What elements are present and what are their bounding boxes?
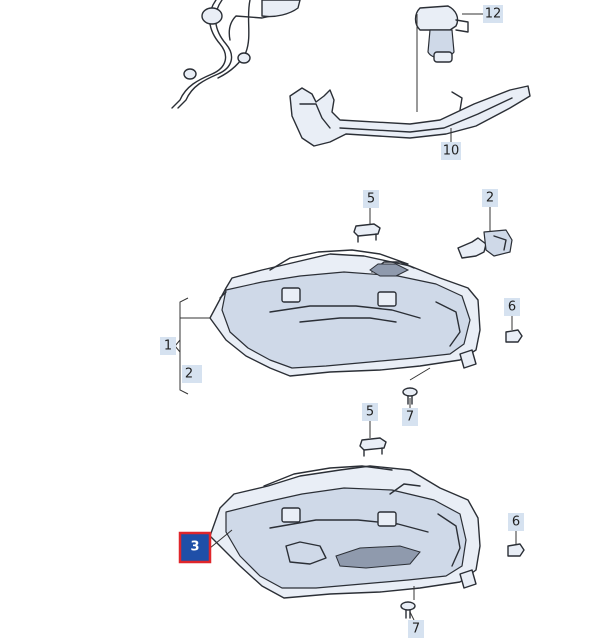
part-12-bulb-socket [414, 5, 469, 63]
callout-2-sub[interactable]: 2 [182, 365, 202, 383]
callout-10[interactable]: 10 [441, 142, 461, 160]
callout-12-label: 12 [485, 7, 502, 22]
upper-lamp-assembly [209, 249, 481, 377]
callout-10-label: 10 [443, 144, 460, 159]
callout-6-upper[interactable]: 6 [504, 298, 520, 316]
callout-5-lower-label: 5 [366, 405, 374, 420]
callout-7-upper[interactable]: 7 [402, 408, 418, 426]
part-6-nut-lower [507, 543, 525, 557]
part-2-bulb [457, 229, 513, 259]
callout-1[interactable]: 1 [160, 337, 176, 355]
callout-6-lower-label: 6 [512, 515, 520, 530]
callout-5-lower[interactable]: 5 [362, 403, 378, 421]
part-6-nut-upper [505, 329, 523, 343]
callout-7-lower[interactable]: 7 [408, 620, 424, 638]
callout-3-label: 3 [190, 540, 199, 555]
part-5-clip-lower [359, 437, 387, 457]
callout-5-upper[interactable]: 5 [363, 190, 379, 208]
callout-1-label: 1 [164, 339, 172, 354]
part-5-clip-upper [353, 223, 381, 243]
callout-12[interactable]: 12 [483, 5, 503, 23]
leader-1-bracket [179, 297, 189, 395]
callout-2-bulb[interactable]: 2 [482, 189, 498, 207]
part-7-screw-lower [400, 601, 416, 619]
part-10-light-strip [289, 85, 531, 147]
callout-7-upper-label: 7 [406, 410, 414, 425]
callout-3-highlighted[interactable]: 3 [178, 531, 212, 564]
wiring-harness [171, 0, 301, 109]
part-7-screw-upper [402, 387, 418, 405]
callout-6-lower[interactable]: 6 [508, 513, 524, 531]
callout-2-bulb-label: 2 [486, 191, 494, 206]
callout-6-upper-label: 6 [508, 300, 516, 315]
lower-lamp-assembly [209, 465, 481, 599]
callout-2-sub-label: 2 [185, 367, 193, 382]
callout-5-upper-label: 5 [367, 192, 375, 207]
callout-7-lower-label: 7 [412, 622, 420, 637]
